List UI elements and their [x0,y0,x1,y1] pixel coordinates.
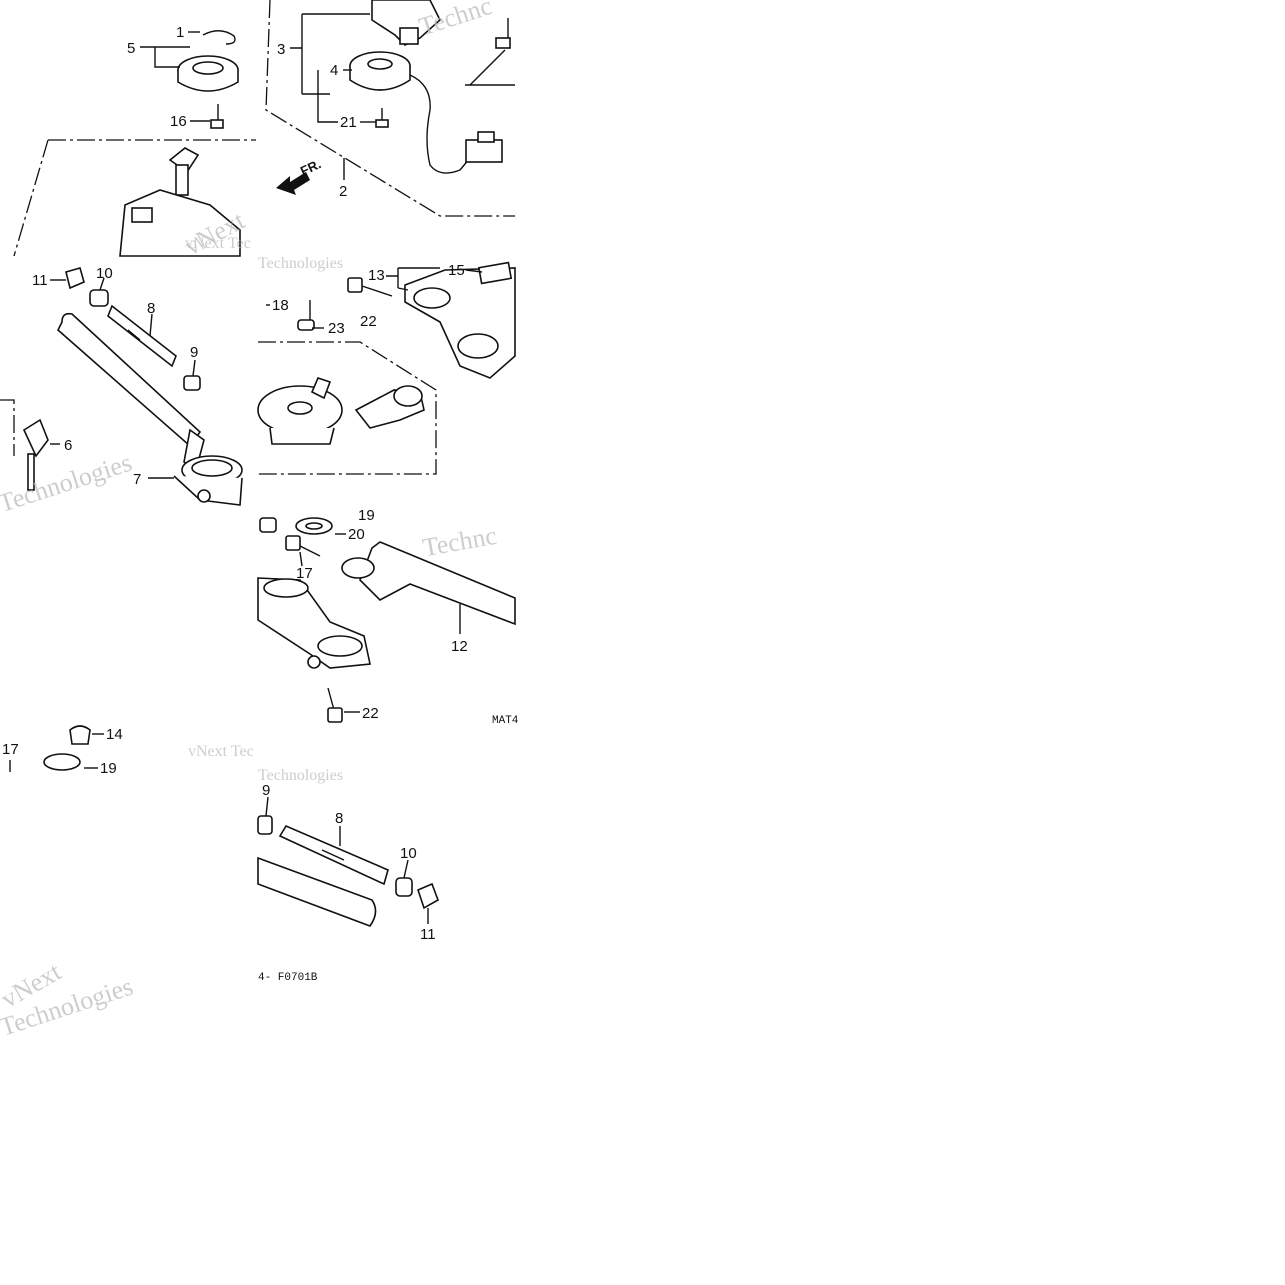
label-part-23: 23 [328,320,345,337]
label-part-14: 14 [106,726,123,743]
label-part-13: 13 [368,267,385,284]
bolt-part-22-bottom [327,687,343,723]
label-part-21: 21 [340,114,357,131]
tile-top-bridge: Technologies [257,255,516,475]
front-arrow-icon: FR. [276,156,323,195]
handlebar-part-12 [341,541,516,626]
label-part-5: 5 [127,40,135,57]
label-part-11-lower: 11 [420,926,436,943]
bolt-part-22-top [347,277,393,297]
label-part-9: 9 [190,344,198,361]
label-part-1: 1 [176,24,184,41]
clip-part-11-lower [417,882,439,910]
label-part-8-lower: 8 [335,810,343,827]
front-arrow-label: FR. [298,156,323,178]
label-part-17-right: 17 [296,565,313,582]
label-part-2: 2 [339,183,347,200]
label-part-9-lower: 9 [262,782,270,799]
watermark-technologies-bridge: Technologies [258,255,343,272]
tile-ignition-switch: 3 4 21 2 FR. Technc [265,0,515,217]
label-part-19-top: 19 [358,507,375,524]
label-part-10-lower: 10 [400,845,417,862]
drawing-code-left: 4- F0701B [258,972,318,984]
bottom-bridge-part [257,577,371,669]
label-part-3: 3 [277,41,285,58]
steering-lock-cap-part [257,377,343,445]
collar-part-10-lower [395,877,413,897]
label-part-20: 20 [348,526,365,543]
bolt-part-17 [285,535,321,557]
drawing-code-right: MAT4 [492,715,519,727]
cap-part-19 [43,753,81,771]
callout-1: 1 [176,24,200,41]
label-part-18: 18 [272,297,289,314]
label-part-19-bottom: 19 [100,760,117,777]
watermark-techno-lower: Technc [420,521,499,563]
screw-part-21 [375,108,389,128]
ignition-cylinder-part [119,147,241,257]
label-part-22-bottom: 22 [362,705,379,722]
watermark-vnext-tec: vNext Tec [185,235,251,252]
switch-assembly-part [349,51,503,174]
tile-ignition-cylinder: 1 5 16 vNext vNext Tec [13,24,256,261]
label-part-11: 11 [32,272,48,289]
tile-weight-pipe: Technologies 9 8 10 11 4- F0701B [257,767,439,984]
handlebar-end-part [257,856,377,927]
weight-pipe-part-8-lower [278,824,389,886]
callout-16: 16 [170,113,210,130]
nut-part-9 [183,375,201,391]
washer-part-20 [295,517,333,535]
nut-part-19 [259,517,277,533]
callout-5: 5 [127,40,190,68]
label-part-4: 4 [330,62,338,79]
switch-housing-part [371,0,441,46]
steering-lock-body-part [354,385,425,429]
bolt-part-16 [210,104,224,129]
clip-part-11 [65,267,85,290]
tile-lower-left: 17 14 19 vNext Tec vNext Technologies [0,725,254,1042]
watermark-technologies-mid: Technologies [0,448,135,518]
collar-part-10 [89,289,109,307]
snap-ring-part [202,30,236,45]
key-part-6 [22,418,49,491]
top-bridge-part-13 [404,261,516,379]
label-part-6: 6 [64,437,72,454]
tile-left-handlebar: 11 10 8 9 6 7 Technologies [0,265,243,518]
label-part-16: 16 [170,113,187,130]
label-part-17-left: 17 [2,741,19,758]
tile-right-handlebar: Technc 20 [257,507,519,727]
bolt-part-top-right [495,18,511,49]
watermark-technologies-pipe: Technologies [258,767,343,784]
nut-part-9-lower [257,815,273,835]
label-part-10: 10 [96,265,113,282]
label-part-22-top: 22 [360,313,377,330]
bolt-part-23 [297,300,315,331]
watermark-vnext-lower: vNext Tec [188,743,254,760]
label-part-12: 12 [451,638,468,655]
label-part-8: 8 [147,300,155,317]
weight-pipe-part-8 [107,304,177,368]
handlebar-part-7 [57,312,243,506]
label-part-7: 7 [133,471,141,488]
label-part-15: 15 [448,262,465,279]
key-cylinder-ring-part [177,55,239,92]
plug-part-14 [69,725,91,745]
